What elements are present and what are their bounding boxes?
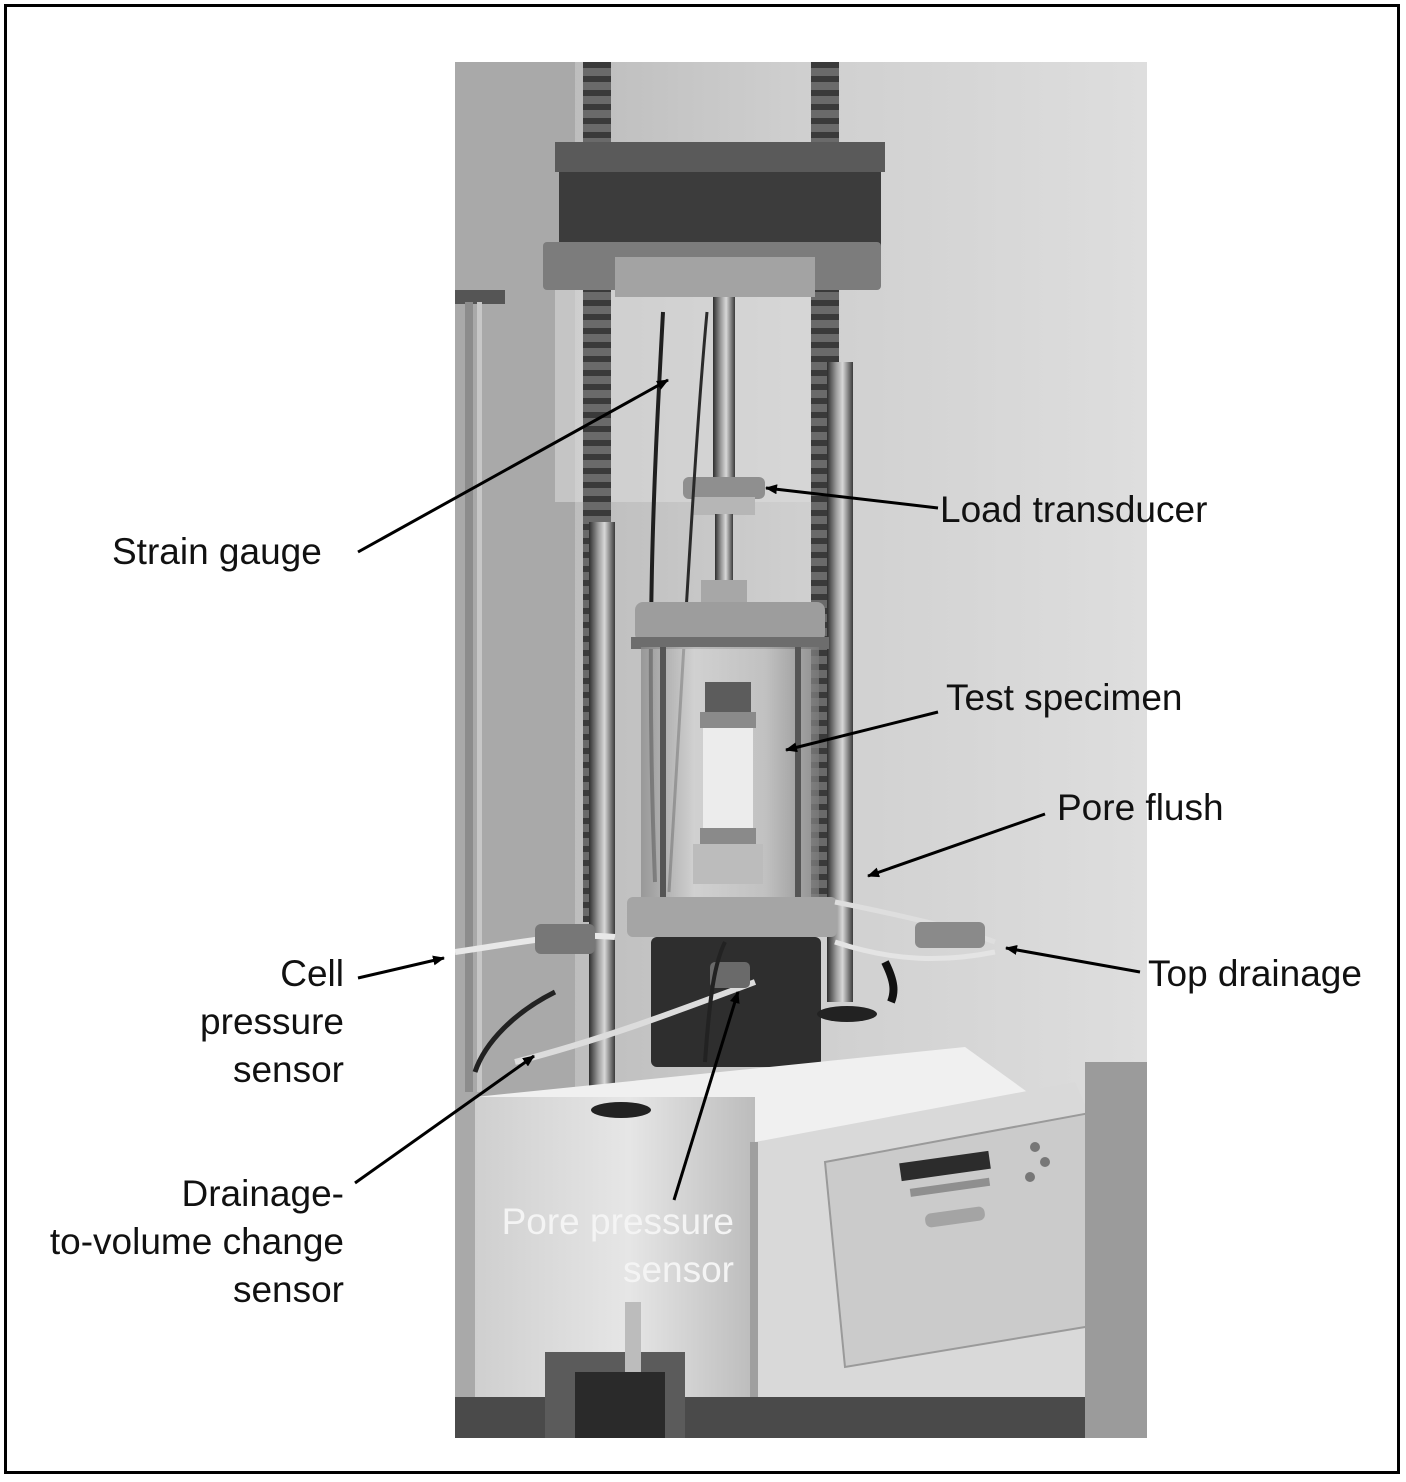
label-line: Drainage- [181,1173,344,1214]
apparatus-photo [455,62,1147,1438]
label-line: pressure [200,1001,344,1042]
arrow-test-specimen [785,710,939,753]
arrow-load-transducer [765,484,939,510]
label-cell-pressure-sensor: Cell pressure sensor [200,950,344,1094]
label-top-drainage: Top drainage [1148,953,1362,994]
label-pore-flush: Pore flush [1057,787,1224,828]
label-line: sensor [232,1269,344,1310]
arrow-strain-gauge [357,378,669,554]
arrow-drainage-volume [354,1054,535,1185]
label-line: Cell [280,953,344,994]
arrow-pore-pressure [672,991,740,1201]
arrow-cell-pressure [357,955,445,980]
label-load-transducer: Load transducer [940,489,1208,530]
label-drainage-volume-sensor: Drainage- to-volume change sensor [50,1170,344,1314]
label-line: Pore pressure [501,1201,734,1242]
label-pore-pressure-sensor: Pore pressure sensor [502,1198,734,1294]
arrow-pore-flush [867,812,1046,878]
label-line: sensor [622,1249,734,1290]
label-line: to-volume change [49,1221,344,1262]
label-line: sensor [232,1049,344,1090]
label-test-specimen: Test specimen [946,677,1183,718]
label-strain-gauge: Strain gauge [112,531,322,572]
arrow-top-drainage [1005,945,1141,974]
